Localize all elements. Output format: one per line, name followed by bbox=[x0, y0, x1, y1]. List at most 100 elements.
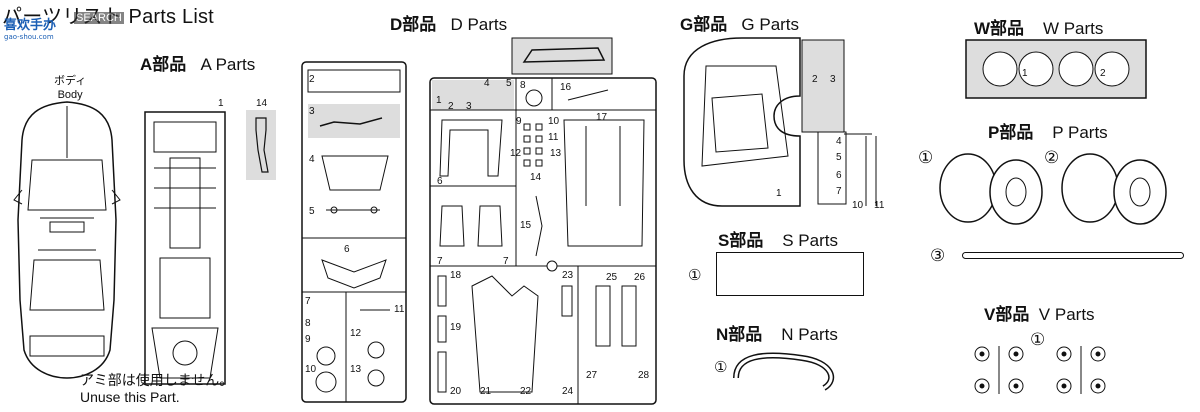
g-num-6: 6 bbox=[836, 170, 842, 181]
d-parts-right-runner bbox=[429, 77, 657, 405]
d-r-num-25: 25 bbox=[606, 272, 618, 283]
car-body-drawing bbox=[13, 101, 121, 379]
d-r-num-21: 21 bbox=[480, 386, 492, 397]
d-num-6: 6 bbox=[344, 244, 350, 255]
d-r-num-20: 20 bbox=[450, 386, 462, 397]
d-r-num-19: 19 bbox=[450, 322, 462, 333]
d-num-11: 11 bbox=[394, 304, 405, 315]
d-parts-en: D Parts bbox=[450, 15, 508, 34]
p-marker-2: ② bbox=[1044, 148, 1060, 167]
watermark-url: gao-shou.com bbox=[4, 33, 54, 41]
a-parts-header: A部品 A Parts bbox=[140, 50, 255, 75]
body-label: ボディ Body bbox=[54, 74, 86, 102]
w-parts-en: W Parts bbox=[1042, 19, 1104, 38]
n-parts-header: N部品 N Parts bbox=[716, 320, 838, 345]
p-parts-jp: P部品 bbox=[988, 123, 1034, 142]
d-r-num-18: 18 bbox=[450, 270, 462, 281]
p-marker-3: ③ bbox=[930, 246, 946, 265]
watermark-logo: 喜欢手办 gao-shou.com bbox=[4, 14, 64, 41]
a-part-number-14: 14 bbox=[256, 98, 268, 109]
g-num-10: 10 bbox=[852, 200, 864, 211]
body-label-jp: ボディ bbox=[54, 75, 87, 87]
d-r-num-9: 9 bbox=[516, 116, 522, 127]
w-parts-header: W部品 W Parts bbox=[974, 14, 1103, 39]
p-marker-1: ① bbox=[918, 148, 934, 167]
d-num-3: 3 bbox=[309, 106, 315, 117]
d-num-2: 2 bbox=[309, 74, 315, 85]
d-r-num-3: 3 bbox=[466, 101, 472, 112]
watermark-logo-text: 喜欢手办 bbox=[4, 18, 57, 33]
g-parts-en: G Parts bbox=[741, 15, 800, 34]
g-num-5: 5 bbox=[836, 152, 842, 163]
d-r-num-15: 15 bbox=[520, 220, 532, 231]
s-part-marker: ① bbox=[688, 267, 702, 284]
unused-parts-note: アミ部は使用しません。 Unuse this Part. bbox=[80, 372, 233, 406]
d-r-num-5: 5 bbox=[506, 78, 512, 89]
d-r-num-22: 22 bbox=[520, 386, 532, 397]
s-parts-en: S Parts bbox=[782, 231, 838, 250]
note-en: Unuse this Part. bbox=[80, 389, 180, 405]
g-parts-runner bbox=[683, 37, 877, 207]
body-label-en: Body bbox=[57, 89, 83, 101]
d-num-7: 7 bbox=[305, 296, 311, 307]
w-num-2: 2 bbox=[1100, 68, 1106, 79]
d-r-num-7b: 7 bbox=[503, 256, 509, 267]
d-num-9: 9 bbox=[305, 334, 311, 345]
v-parts-en: V Parts bbox=[1038, 305, 1095, 324]
p-parts-header: P部品 P Parts bbox=[988, 118, 1108, 143]
a-part-number-1: 1 bbox=[218, 98, 224, 109]
d-r-num-2: 2 bbox=[448, 101, 454, 112]
d-parts-left-runner bbox=[301, 61, 407, 403]
d-num-8: 8 bbox=[305, 318, 311, 329]
p-parts-en: P Parts bbox=[1052, 123, 1108, 142]
d-num-4: 4 bbox=[309, 154, 315, 165]
s-parts-jp: S部品 bbox=[718, 231, 764, 250]
w-parts-sheet bbox=[965, 39, 1147, 99]
d-r-num-13: 13 bbox=[550, 148, 562, 159]
d-r-num-24: 24 bbox=[562, 386, 574, 397]
d-r-num-27: 27 bbox=[586, 370, 598, 381]
a-parts-en: A Parts bbox=[200, 55, 256, 74]
d-num-12: 12 bbox=[350, 328, 362, 339]
g-num-2: 2 bbox=[812, 74, 818, 85]
v-parts-jp: V部品 bbox=[984, 305, 1030, 324]
g-num-11: 11 bbox=[874, 200, 885, 211]
d-r-num-26: 26 bbox=[634, 272, 646, 283]
g-num-7: 7 bbox=[836, 186, 842, 197]
p-axle-rod bbox=[962, 252, 1184, 259]
g-num-1: 1 bbox=[776, 188, 782, 199]
note-jp: アミ部は使用しません。 bbox=[80, 372, 234, 388]
d-r-num-17: 17 bbox=[596, 112, 608, 123]
d-num-13: 13 bbox=[350, 364, 362, 375]
s-part-sheet bbox=[716, 252, 864, 296]
s-parts-header: S部品 S Parts bbox=[718, 226, 838, 251]
v-parts-header: V部品 V Parts bbox=[984, 300, 1095, 325]
d-r-num-11: 11 bbox=[548, 132, 559, 143]
d-r-num-1: 1 bbox=[436, 95, 442, 106]
n-part-tube-drawing bbox=[733, 352, 835, 391]
g-parts-header: G部品 G Parts bbox=[680, 10, 799, 35]
watermark-overlay: SEARCH bbox=[74, 12, 124, 24]
g-num-4: 4 bbox=[836, 136, 842, 147]
d-num-10: 10 bbox=[305, 364, 317, 375]
d-r-num-10: 10 bbox=[548, 116, 560, 127]
d-num-5: 5 bbox=[309, 206, 315, 217]
g-num-3: 3 bbox=[830, 74, 836, 85]
d-spoiler-drawing bbox=[511, 37, 613, 75]
a-chassis-drawing bbox=[144, 111, 226, 385]
p-tire-pair-1 bbox=[939, 153, 1043, 225]
n-parts-jp: N部品 bbox=[716, 325, 763, 344]
d-r-num-8: 8 bbox=[520, 80, 526, 91]
n-parts-en: N Parts bbox=[781, 325, 838, 344]
d-r-num-7a: 7 bbox=[437, 256, 443, 267]
w-num-1: 1 bbox=[1022, 68, 1028, 79]
d-r-num-6: 6 bbox=[437, 176, 443, 187]
a-part-14-drawing bbox=[246, 110, 276, 180]
d-parts-jp: D部品 bbox=[390, 15, 437, 34]
g-parts-jp: G部品 bbox=[680, 15, 728, 34]
d-r-num-28: 28 bbox=[638, 370, 650, 381]
d-r-num-23: 23 bbox=[562, 270, 574, 281]
n-part-marker: ① bbox=[714, 359, 728, 376]
a-parts-jp: A部品 bbox=[140, 55, 187, 74]
p-tire-pair-2 bbox=[1061, 153, 1167, 225]
